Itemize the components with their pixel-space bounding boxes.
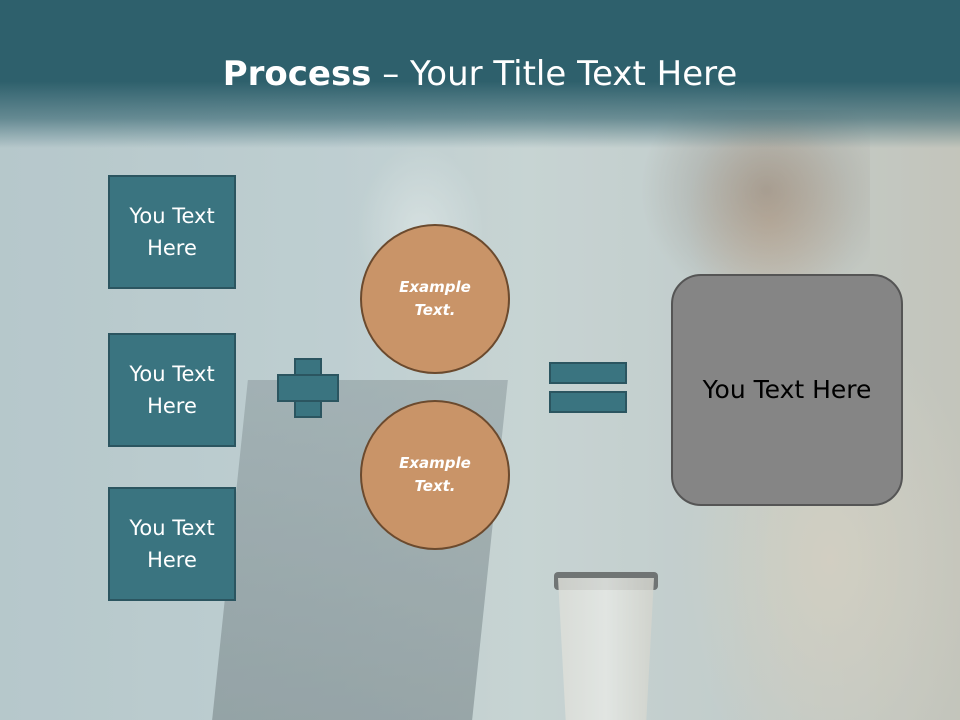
example-circle-2[interactable]: Example Text.: [360, 400, 510, 550]
equals-icon-top: [549, 362, 627, 384]
result-box-text: You Text Here: [702, 375, 872, 404]
example-circle-1[interactable]: Example Text.: [360, 224, 510, 374]
input-box-2-text: You Text Here: [129, 362, 215, 418]
slide-title[interactable]: Process – Your Title Text Here: [0, 52, 960, 96]
input-box-1-text: You Text Here: [129, 204, 215, 260]
result-box[interactable]: You Text Here: [671, 274, 903, 506]
title-rest: – Your Title Text Here: [371, 54, 738, 94]
input-box-2[interactable]: You Text Here: [108, 333, 236, 447]
title-bar: Process – Your Title Text Here: [0, 0, 960, 148]
input-box-1[interactable]: You Text Here: [108, 175, 236, 289]
input-box-3-text: You Text Here: [129, 516, 215, 572]
title-strong: Process: [222, 54, 372, 94]
plus-icon-core: [296, 376, 320, 400]
input-box-3[interactable]: You Text Here: [108, 487, 236, 601]
background-cup: [558, 578, 654, 720]
example-circle-1-text: Example Text.: [399, 278, 471, 319]
equals-icon-bottom: [549, 391, 627, 413]
example-circle-2-text: Example Text.: [399, 454, 471, 495]
